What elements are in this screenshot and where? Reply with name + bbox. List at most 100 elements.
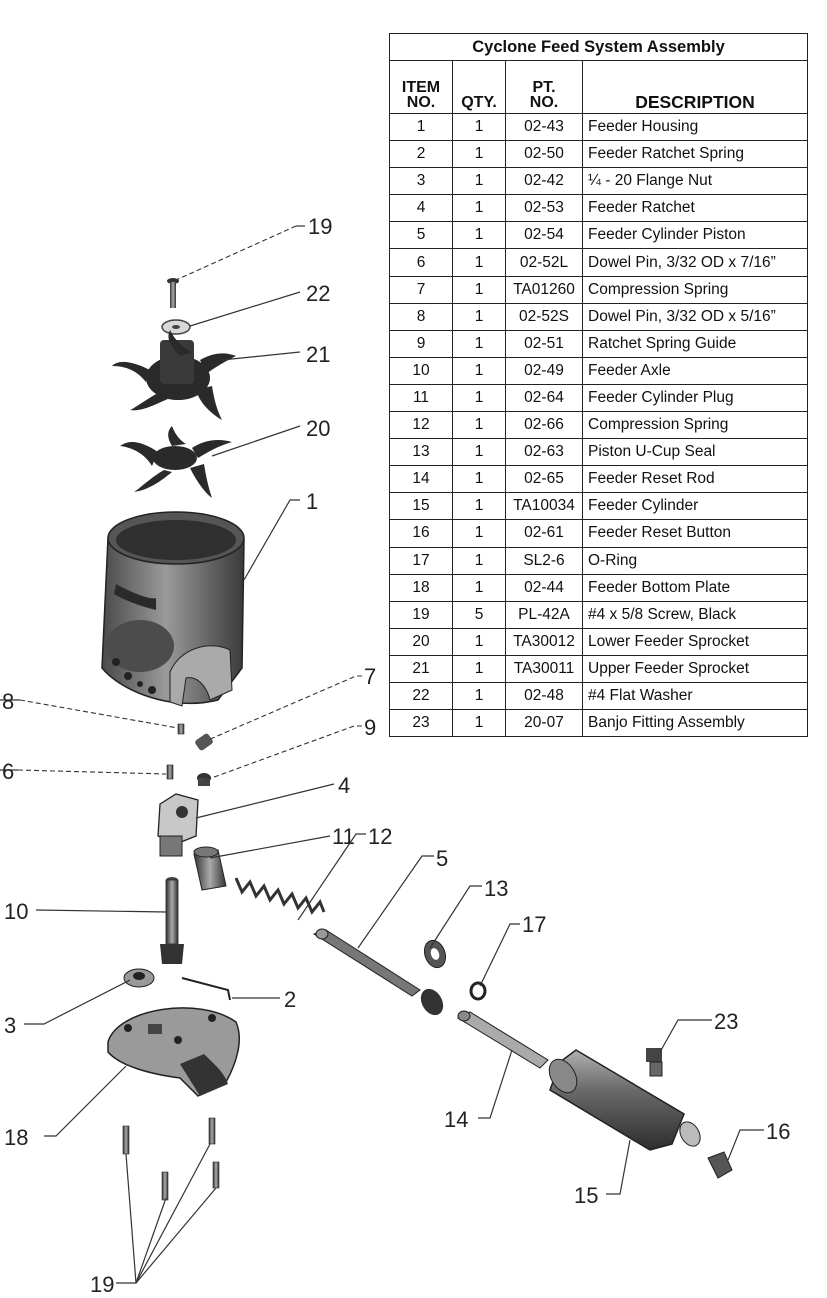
cell-description: Feeder Ratchet (582, 194, 808, 223)
feeder-reset-rod-part (456, 1010, 549, 1069)
cell-part-no: 02-43 (505, 112, 583, 142)
cell-qty: 1 (452, 194, 506, 223)
cell-qty: 1 (452, 275, 506, 304)
header-pt-no: PT.NO. (505, 60, 583, 114)
callout-8: 8 (2, 689, 14, 714)
cell-qty: 1 (452, 112, 506, 142)
flange-nut-part (123, 968, 155, 988)
callout-4: 4 (338, 773, 350, 798)
cell-description: Upper Feeder Sprocket (582, 654, 808, 683)
callout-6: 6 (2, 759, 14, 784)
cell-item-no: 9 (389, 329, 453, 358)
screw-top-part (167, 278, 179, 308)
header-qty: QTY. (452, 60, 506, 114)
cell-qty: 1 (452, 221, 506, 250)
callout-21: 21 (306, 342, 330, 367)
cell-item-no: 1 (389, 112, 453, 142)
cell-description: Piston U-Cup Seal (582, 438, 808, 467)
cell-description: O-Ring (582, 546, 808, 575)
callout-14: 14 (444, 1107, 468, 1132)
callout-9: 9 (364, 715, 376, 740)
piston-u-cup-seal-part (423, 939, 447, 969)
compression-spring-part (234, 877, 326, 915)
cell-item-no: 23 (389, 709, 453, 738)
cell-description: #4 x 5/8 Screw, Black (582, 600, 808, 629)
o-ring-part (469, 981, 487, 1001)
cell-description: Ratchet Spring Guide (582, 329, 808, 358)
cell-item-no: 11 (389, 383, 453, 413)
cell-part-no: 02-66 (505, 411, 583, 440)
cell-part-no: 02-64 (505, 383, 583, 413)
cell-item-no: 12 (389, 411, 453, 440)
upper-sprocket-part (112, 330, 236, 420)
cell-item-no: 17 (389, 546, 453, 575)
cell-description: Feeder Reset Rod (582, 465, 808, 494)
cell-item-no: 6 (389, 248, 453, 277)
cell-qty: 1 (452, 140, 506, 169)
callout-10: 10 (4, 899, 28, 924)
cell-qty: 1 (452, 492, 506, 521)
cell-qty: 1 (452, 546, 506, 575)
feeder-reset-button-part (707, 1151, 733, 1179)
callout-13: 13 (484, 876, 508, 901)
dowel-pin-short-part (177, 723, 185, 735)
cell-item-no: 5 (389, 221, 453, 250)
cell-description: Feeder Bottom Plate (582, 573, 808, 602)
cell-part-no: 02-52S (505, 302, 583, 331)
cell-item-no: 7 (389, 275, 453, 304)
table-title: Cyclone Feed System Assembly (389, 33, 808, 61)
cell-item-no: 20 (389, 627, 453, 656)
callout-5: 5 (436, 846, 448, 871)
callout-19-top: 19 (308, 214, 332, 239)
screws-bottom-part (122, 1117, 220, 1201)
feeder-cylinder-piston-part (312, 928, 444, 1016)
cell-qty: 1 (452, 573, 506, 602)
feeder-ratchet-part (157, 793, 199, 857)
callout-19-bottom: 19 (90, 1272, 114, 1297)
cell-qty: 1 (452, 356, 506, 385)
feeder-axle-part (160, 877, 184, 964)
callout-1: 1 (306, 489, 318, 514)
cell-qty: 1 (452, 167, 506, 196)
feeder-housing-part (101, 511, 245, 707)
cell-qty: 1 (452, 681, 506, 711)
cell-item-no: 14 (389, 465, 453, 494)
callout-23: 23 (714, 1009, 738, 1034)
cell-qty: 1 (452, 302, 506, 331)
cell-qty: 5 (452, 600, 506, 629)
cell-item-no: 16 (389, 519, 453, 548)
leader-lines (0, 225, 764, 1284)
cell-item-no: 19 (389, 600, 453, 629)
cell-qty: 1 (452, 627, 506, 656)
cell-part-no: 02-54 (505, 221, 583, 250)
cell-part-no: 02-53 (505, 194, 583, 223)
cell-part-no: 02-44 (505, 573, 583, 602)
cell-item-no: 2 (389, 140, 453, 169)
callout-15: 15 (574, 1183, 598, 1208)
callout-17: 17 (522, 912, 546, 937)
feeder-cylinder-part (548, 1049, 701, 1151)
cell-qty: 1 (452, 411, 506, 440)
cell-item-no: 18 (389, 573, 453, 602)
cell-part-no: 02-49 (505, 356, 583, 385)
cell-description: Feeder Housing (582, 112, 808, 142)
cell-item-no: 8 (389, 302, 453, 331)
header-description: DESCRIPTION (582, 60, 808, 114)
